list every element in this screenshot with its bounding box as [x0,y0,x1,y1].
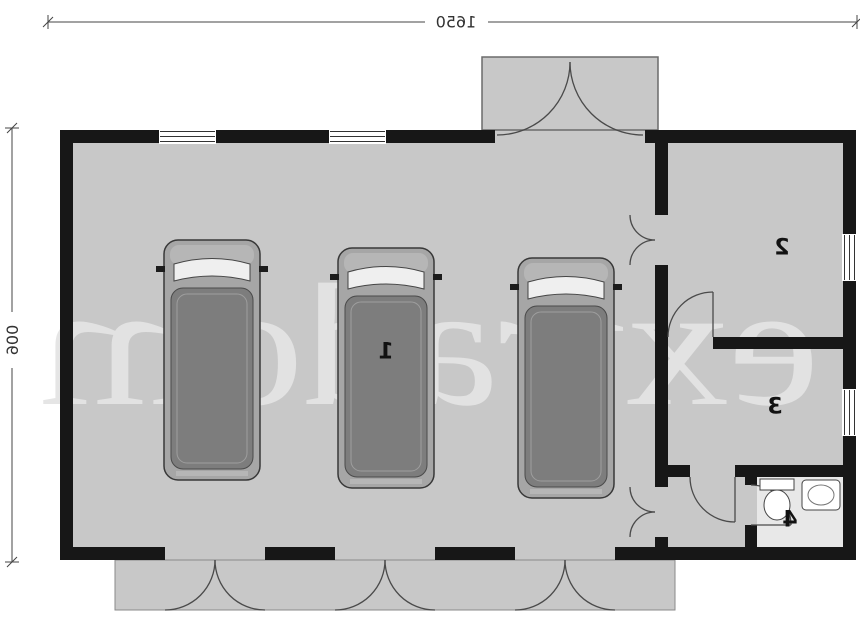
wall-room2-room3 [713,337,843,349]
wall-bottom [265,547,335,560]
dimension-width-label: 1650 [436,13,477,32]
wall-divider [655,537,668,547]
door-swings [164,61,792,611]
room-label-4: 4 [782,508,797,533]
garage-door-1 [164,559,216,611]
door-hall-room3 [689,476,736,523]
wall-top [385,130,495,143]
wall-right [843,280,856,390]
wall-right [843,130,856,235]
garage-door-3 [564,559,616,611]
toilet [759,478,795,521]
bathroom-fixtures [759,478,841,521]
wall-top [60,130,160,143]
garage-apron [114,559,676,611]
wall-bathroom [745,477,757,485]
garage-door-3 [514,559,566,611]
door-garage-hall [629,511,656,538]
entrance-door-leaf [496,61,571,136]
walls [60,130,856,560]
vehicles [155,239,623,499]
wall-bottom [435,547,515,560]
window-right-1 [842,234,857,281]
washbasin [801,479,841,511]
wall-divider [655,143,668,215]
wall-room3-hall [735,465,843,477]
room-label-3: 3 [767,395,782,420]
wall-top [215,130,330,143]
door-garage-room2 [629,239,656,266]
windows [159,129,857,436]
vehicle-3 [509,257,623,499]
room-label-1: 1 [378,340,393,365]
garage-door-2 [334,559,386,611]
dimension-top [42,15,860,29]
entrance-door-leaf [569,61,644,136]
garage-door-2 [384,559,436,611]
room-label-2: 2 [774,236,789,261]
wall-divider [655,265,668,487]
vehicle-1 [155,239,269,481]
wall-left [60,130,73,560]
wall-bottom [615,547,856,560]
window-right-2 [842,389,857,436]
garage-door-1 [214,559,266,611]
window-top-1 [159,129,216,144]
wall-right [843,435,856,560]
door-room2-room3 [667,291,714,338]
wall-top [645,130,856,143]
room-labels: 1 2 3 4 [378,236,797,533]
wall-bathroom [745,525,757,547]
dimension-height-label: 900 [3,325,22,356]
wall-bottom [60,547,165,560]
wall-room3-hall [668,465,690,477]
vehicle-2 [329,247,443,489]
window-top-2 [329,129,386,144]
dimension-left [5,122,19,568]
